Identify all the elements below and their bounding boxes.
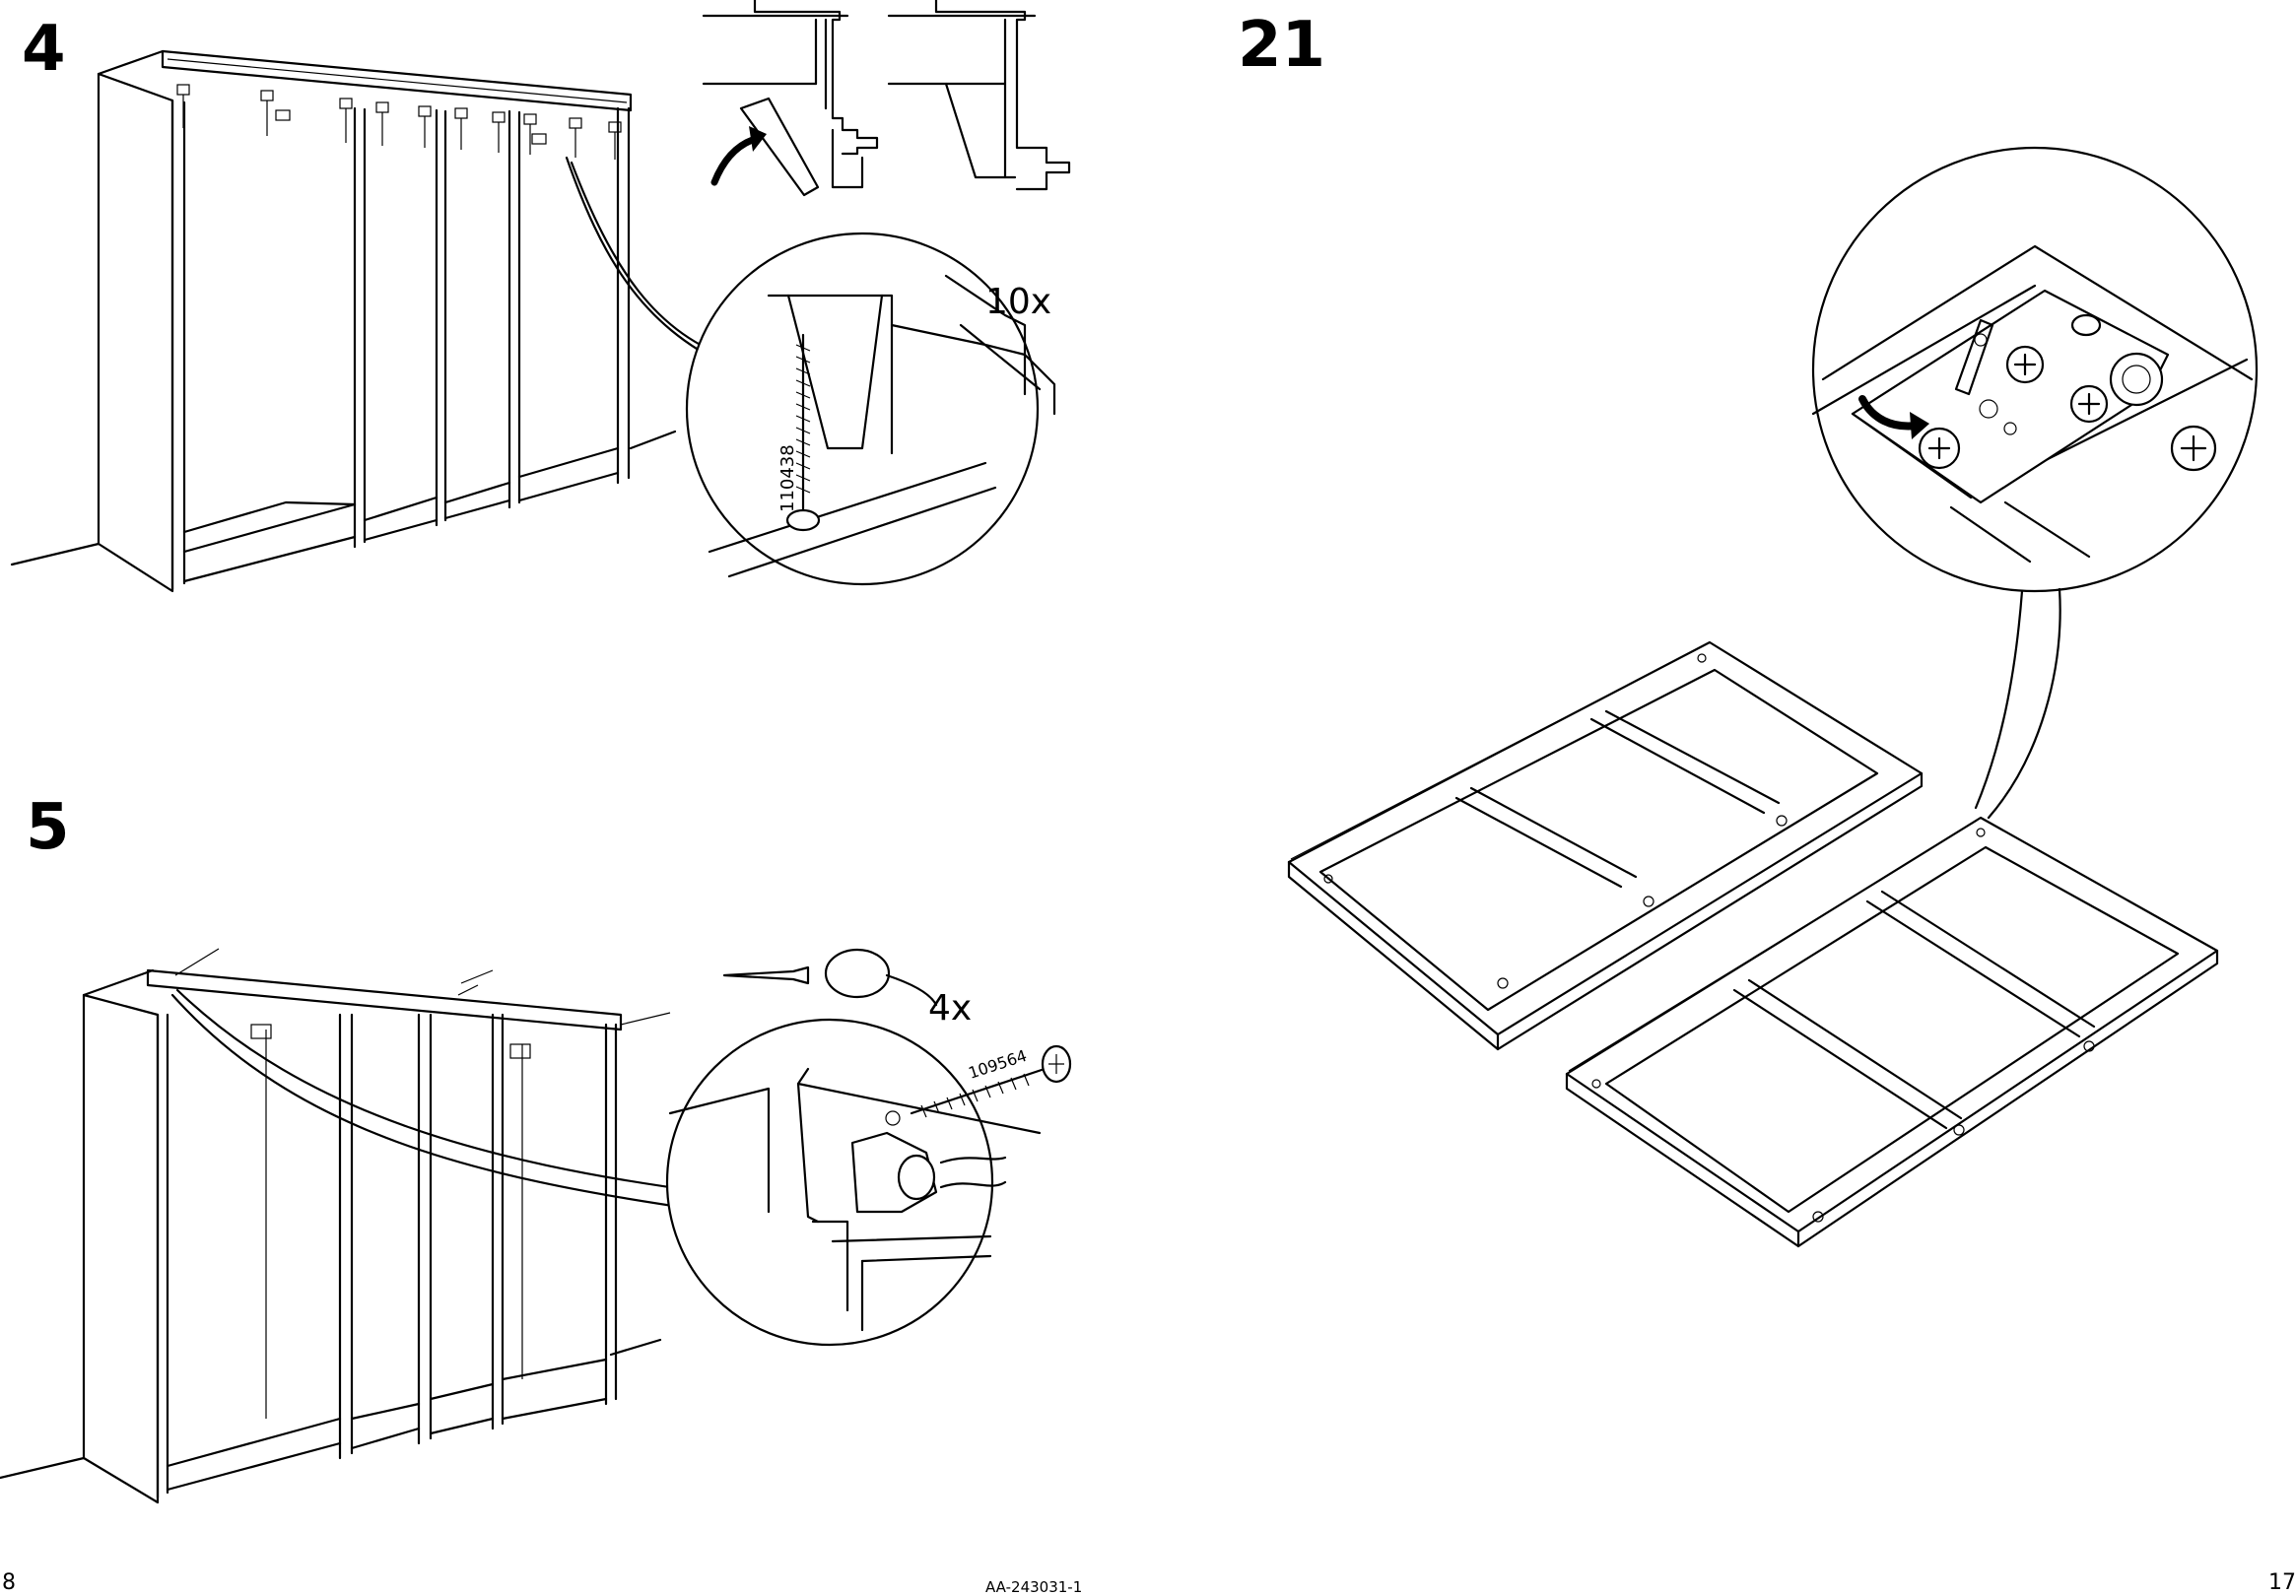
step4-quantity: 10x — [985, 282, 1051, 322]
step5-quantity: 4x — [928, 988, 972, 1029]
page-number-right: 17 — [2268, 1570, 2296, 1595]
page-number-left: 8 — [2, 1570, 16, 1595]
step21-frame-right — [1565, 816, 2219, 1248]
step4-profile-detail — [702, 0, 1071, 197]
step5-screwdriver-icon — [722, 948, 938, 1007]
step5-wardrobe-drawing — [0, 948, 707, 1504]
step4-zoom-circle: 110438 10x — [685, 232, 1056, 586]
step-number-5: 5 — [26, 791, 70, 864]
step21-frame-left — [1287, 640, 1924, 1051]
step5-zoom-circle: 109564 4x — [665, 988, 1072, 1347]
step21-zoom-circle — [1811, 146, 2259, 820]
step4-wardrobe-drawing — [10, 49, 737, 593]
step4-part-number: 110438 — [777, 444, 798, 512]
step-number-21: 21 — [1238, 9, 1326, 82]
step-number-4: 4 — [22, 13, 66, 86]
document-code: AA-243031-1 — [985, 1578, 1083, 1596]
